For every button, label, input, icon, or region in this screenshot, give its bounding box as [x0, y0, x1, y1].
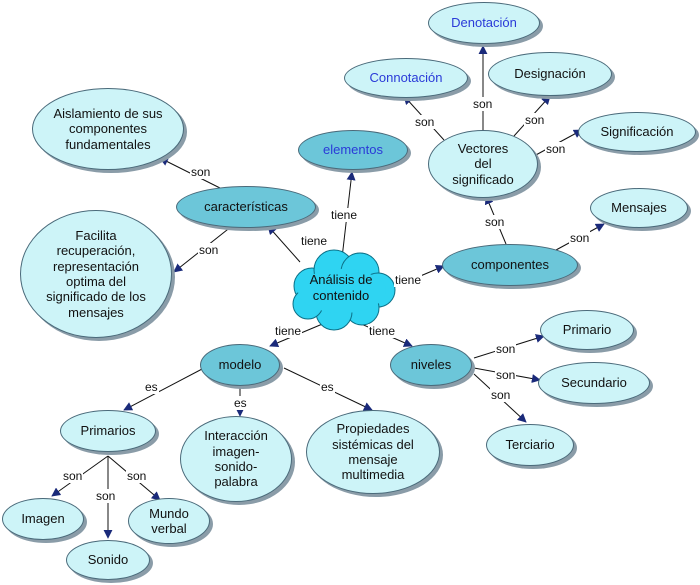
- link-label-son-denotacion: son: [472, 97, 494, 111]
- node-mensajes: Mensajes: [590, 188, 688, 228]
- connector-primarios: [123, 367, 205, 411]
- node-caracteristicas: características: [176, 186, 316, 228]
- link-label-tiene-elementos: tiene: [330, 208, 359, 222]
- link-label-son-imagen: son: [62, 469, 84, 483]
- link-label-tiene-niveles: tiene: [368, 324, 397, 338]
- node-niveles: niveles: [390, 344, 472, 386]
- node-primarios: Primarios: [60, 410, 156, 452]
- node-vectores: Vectores del significado: [428, 130, 538, 198]
- connector-caracteristicas: [267, 225, 301, 263]
- node-mundo-verbal: Mundo verbal: [128, 498, 210, 544]
- node-denotacion[interactable]: Denotación: [428, 2, 540, 44]
- link-label-son-terciario: son: [490, 388, 512, 402]
- link-label-son-sonido: son: [95, 489, 117, 503]
- node-componentes: componentes: [442, 244, 578, 286]
- link-label-son-designacion: son: [524, 113, 546, 127]
- link-label-son-secundario: son: [495, 368, 517, 382]
- link-label-son-primario: son: [495, 342, 517, 356]
- node-primario: Primario: [540, 310, 634, 350]
- link-label-son-facilita: son: [198, 243, 220, 257]
- node-connotacion[interactable]: Connotación: [344, 58, 468, 98]
- node-aislamiento: Aislamiento de sus componentes fundament…: [32, 88, 184, 170]
- node-elementos[interactable]: elementos: [298, 130, 408, 170]
- link-label-tiene-componentes: tiene: [394, 273, 423, 287]
- node-designacion: Designación: [488, 52, 612, 96]
- link-label-son-connotacion: son: [414, 115, 436, 129]
- link-label-tiene-modelo: tiene: [274, 324, 303, 338]
- link-label-son-significacion: son: [545, 142, 567, 156]
- node-modelo: modelo: [200, 344, 280, 386]
- node-sonido: Sonido: [66, 540, 150, 580]
- node-significacion: Significación: [578, 112, 696, 152]
- link-label-es-primarios: es: [144, 380, 159, 394]
- center-label: Análisis de contenido: [294, 272, 388, 304]
- node-secundario: Secundario: [538, 362, 650, 404]
- link-label-son-mundo-verbal: son: [126, 469, 148, 483]
- node-terciario: Terciario: [486, 424, 574, 466]
- node-propiedades: Propiedades sistémicas del mensaje multi…: [306, 410, 440, 494]
- center-label-line2: contenido: [312, 288, 370, 303]
- node-imagen: Imagen: [2, 498, 84, 540]
- link-label-son-mensajes: son: [569, 231, 591, 245]
- link-label-son-vectores: son: [484, 215, 506, 229]
- node-interaccion: Interacción imagen-sonido-palabra: [180, 416, 292, 502]
- link-label-es-interaccion: es: [233, 396, 248, 410]
- node-facilita: Facilita recuperación, representación op…: [20, 210, 172, 338]
- link-label-son-aislamiento: son: [190, 165, 212, 179]
- center-cloud: [292, 249, 396, 331]
- center-label-line1: Análisis de: [309, 272, 373, 287]
- link-label-tiene-caracteristicas: tiene: [300, 234, 329, 248]
- link-label-es-propiedades: es: [320, 380, 335, 394]
